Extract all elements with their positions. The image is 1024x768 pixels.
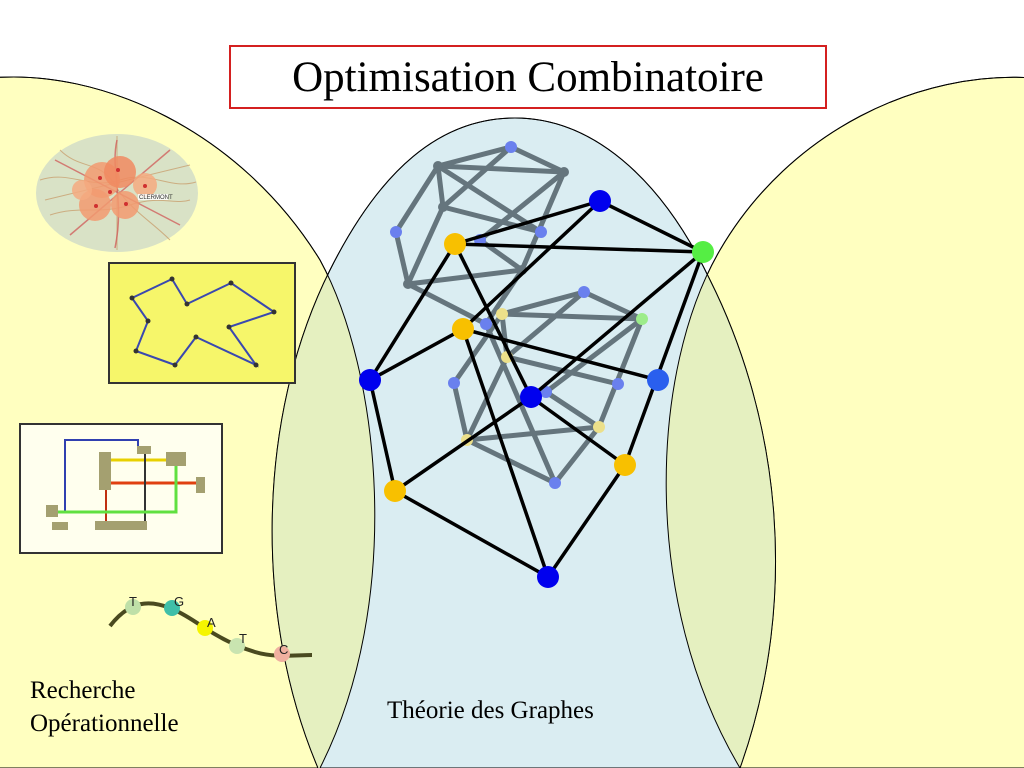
dna-strand-icon: T G A T C: [108, 594, 313, 662]
dna-letter-4: C: [279, 642, 288, 657]
slide-title: Optimisation Combinatoire: [229, 45, 827, 109]
dna-base-4: [274, 646, 290, 662]
dna-base-0: [125, 599, 141, 615]
main-graph: [368, 199, 705, 579]
dna-letter-2: A: [207, 615, 216, 630]
map-thumbnail: CLERMONT: [36, 134, 198, 252]
dna-base-1: [164, 600, 180, 616]
main-graph-nodes: [359, 190, 714, 588]
dna-base-3: [229, 638, 245, 654]
dna-letter-0: T: [129, 594, 137, 609]
dna-base-2: [197, 620, 213, 636]
dna-letter-1: G: [174, 594, 184, 609]
label-recherche-operationnelle: Recherche Opérationnelle: [30, 674, 179, 740]
label-recherche-line2: Opérationnelle: [30, 710, 179, 737]
circuit-routing-icon: [19, 423, 223, 554]
tour-polygon-icon: [108, 262, 296, 384]
slide-title-text: Optimisation Combinatoire: [292, 53, 764, 101]
label-theorie-graphes: Théorie des Graphes: [387, 697, 594, 724]
map-label: CLERMONT: [139, 195, 173, 201]
label-recherche-line1: Recherche: [30, 677, 136, 704]
dna-letter-3: T: [239, 631, 247, 646]
